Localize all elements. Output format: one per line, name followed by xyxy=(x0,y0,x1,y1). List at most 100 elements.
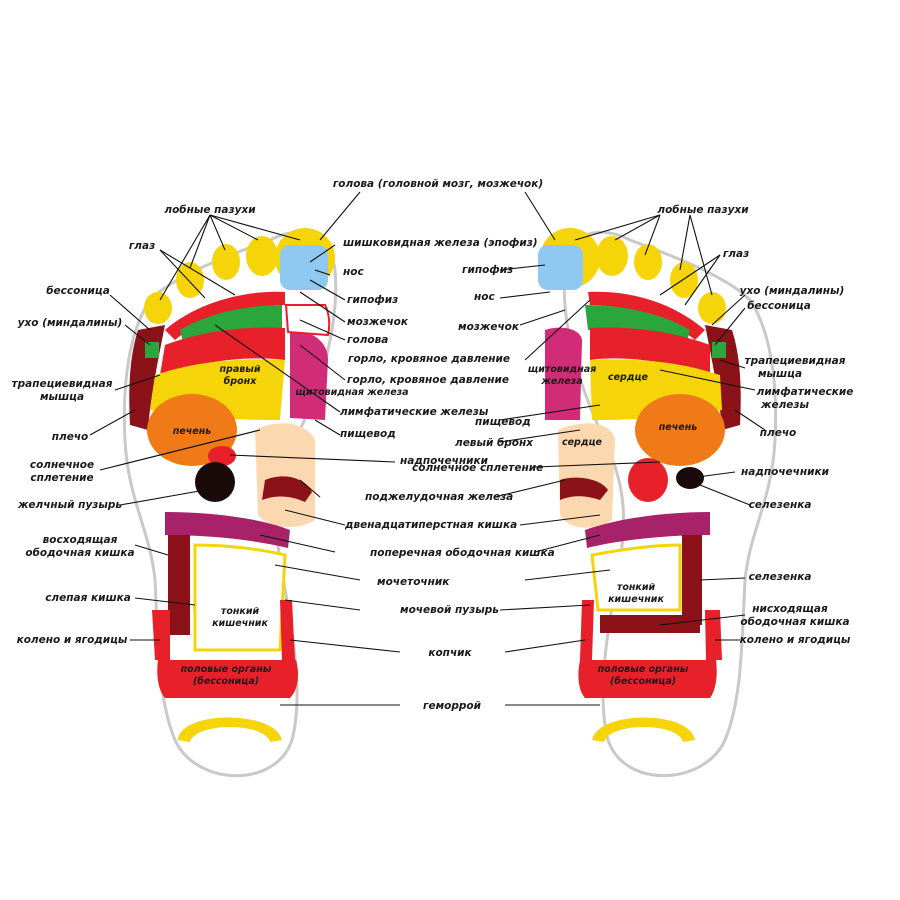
inner-small-int-left-1: тонкий xyxy=(221,606,260,617)
left-toe-3 xyxy=(212,244,240,280)
label-right-eye: глаз xyxy=(723,248,749,260)
label-left-sinuses: лобные пазухи xyxy=(164,204,256,216)
right-hemorrhoid-zone xyxy=(592,717,695,742)
right-adrenal xyxy=(628,458,668,502)
left-foot xyxy=(122,228,338,778)
label-transverse-colon: поперечная ободочная кишка xyxy=(370,547,555,559)
inner-heart-2: сердце xyxy=(562,437,603,448)
label-esophagus-left: пищевод xyxy=(340,428,396,440)
inner-genital-left-2: (бессоница) xyxy=(193,676,259,687)
label-left-gallbladder: желчный пузырь xyxy=(17,499,122,511)
right-ear-green xyxy=(712,342,726,358)
label-pancreas: поджелудочная железа xyxy=(365,491,513,503)
label-throat-left: горло, кровяное давление xyxy=(347,374,509,386)
label-right-descending-1: нисходящая xyxy=(752,603,828,615)
right-toe-3 xyxy=(634,244,662,280)
label-center-head: голова xyxy=(347,334,388,346)
right-pituitary-zone xyxy=(538,245,583,290)
label-left-cecum: слепая кишка xyxy=(45,592,131,604)
label-adrenal-center: надпочечники xyxy=(400,455,489,467)
right-descending-bottom xyxy=(600,615,700,633)
left-adrenal xyxy=(208,446,236,466)
label-left-trapezius-2: мышца xyxy=(40,391,84,403)
inner-right-bronchus-2: бронх xyxy=(224,376,258,387)
left-head-zone xyxy=(284,304,331,337)
inner-small-int-right-2: кишечник xyxy=(608,594,664,605)
left-eye-ear-strip xyxy=(165,291,285,340)
label-left-eye: глаз xyxy=(129,240,155,252)
inner-liver-left: печень xyxy=(173,426,212,437)
right-pancreas-dark xyxy=(560,477,608,500)
right-small-intestine xyxy=(590,543,682,612)
label-left-ascending-2: ободочная кишка xyxy=(25,547,134,559)
label-right-spleen-2: селезенка xyxy=(749,571,812,583)
leader-lines xyxy=(89,191,766,706)
label-coccyx: копчик xyxy=(428,647,472,659)
inner-thyroid-right-1: щитовидная xyxy=(528,364,597,375)
left-small-intestine xyxy=(193,543,287,652)
inner-genital-left-1: половые органы xyxy=(181,664,272,675)
label-center-cerebellum: мозжечок xyxy=(347,316,409,328)
right-thyroid-zone xyxy=(545,327,582,420)
right-eye-ear-strip xyxy=(588,291,705,340)
label-center-nose: нос xyxy=(343,266,364,278)
left-toe-5 xyxy=(144,292,172,324)
inner-small-int-left-2: кишечник xyxy=(212,618,268,629)
right-liver xyxy=(635,394,725,466)
left-genital-zone xyxy=(157,660,298,698)
label-right-adrenal: надпочечники xyxy=(741,466,830,478)
left-ear-green xyxy=(145,342,159,358)
label-duodenum: двенадцатиперстная кишка xyxy=(344,519,517,531)
label-right-ear: ухо (миндалины) xyxy=(740,285,845,297)
label-right-trapezius-2: мышца xyxy=(758,368,802,380)
right-heart-lower xyxy=(558,423,615,528)
right-heart-zone xyxy=(598,361,660,397)
left-red-band xyxy=(160,327,285,375)
inner-heart-1: сердце xyxy=(608,372,649,383)
left-toe-2 xyxy=(246,236,278,276)
left-coccyx-zone xyxy=(280,600,295,660)
label-right-lymph-1: лимфатические xyxy=(757,386,854,398)
label-right-descending-2: ободочная кишка xyxy=(740,616,849,628)
label-head-brain: голова (головной мозг, мозжечок) xyxy=(333,178,543,190)
left-pineal-zone xyxy=(280,245,328,290)
label-pineal: шишковидная железа (эпофиз) xyxy=(343,237,538,249)
label-left-trapezius-1: трапециевидная xyxy=(12,378,113,390)
label-left-ascending-1: восходящая xyxy=(43,534,118,546)
label-right-sinuses: лобные пазухи xyxy=(657,204,749,216)
inner-small-int-right-1: тонкий xyxy=(617,582,656,593)
label-left-solar-2: сплетение xyxy=(30,472,93,484)
inner-genital-right-1: половые органы xyxy=(598,664,689,675)
label-right-pituitary: гипофиз xyxy=(462,264,513,276)
label-hemorrhoids: геморрой xyxy=(423,700,482,712)
inner-labels: правый бронх щитовидная железа печень то… xyxy=(173,364,698,687)
inner-thyroid-right-2: железа xyxy=(540,376,582,387)
label-left-knee: колено и ягодицы xyxy=(17,634,128,646)
label-bladder: мочевой пузырь xyxy=(400,604,499,616)
left-thyroid-zone xyxy=(290,330,328,420)
label-throat-right: горло, кровяное давление xyxy=(348,353,510,365)
inner-right-bronchus-1: правый xyxy=(219,364,260,375)
labels: голова (головной мозг, мозжечок) лобные … xyxy=(12,178,854,712)
inner-genital-right-2: (бессоница) xyxy=(610,676,676,687)
label-right-insomnia: бессоница xyxy=(747,300,811,312)
label-lymph-glands: лимфатические железы xyxy=(340,406,489,418)
right-transverse-colon xyxy=(585,512,710,548)
label-solar-plexus: солнечное сплетение xyxy=(412,462,543,474)
label-right-spleen: селезенка xyxy=(749,499,812,511)
label-center-pituitary: гипофиз xyxy=(347,294,398,306)
label-right-shoulder: плечо xyxy=(760,427,797,439)
label-right-nose: нос xyxy=(474,291,495,303)
left-pancreas-zone xyxy=(255,423,315,527)
right-descending-colon xyxy=(682,535,702,625)
label-left-ear: ухо (миндалины) xyxy=(18,317,123,329)
right-red-band xyxy=(590,327,710,375)
left-kidney xyxy=(195,462,235,502)
inner-liver-right: печень xyxy=(659,422,698,433)
left-ascending-colon xyxy=(168,535,190,635)
left-hemorrhoid-zone xyxy=(178,717,282,742)
right-toe-4 xyxy=(670,262,698,298)
label-left-solar-1: солнечное xyxy=(30,459,94,471)
